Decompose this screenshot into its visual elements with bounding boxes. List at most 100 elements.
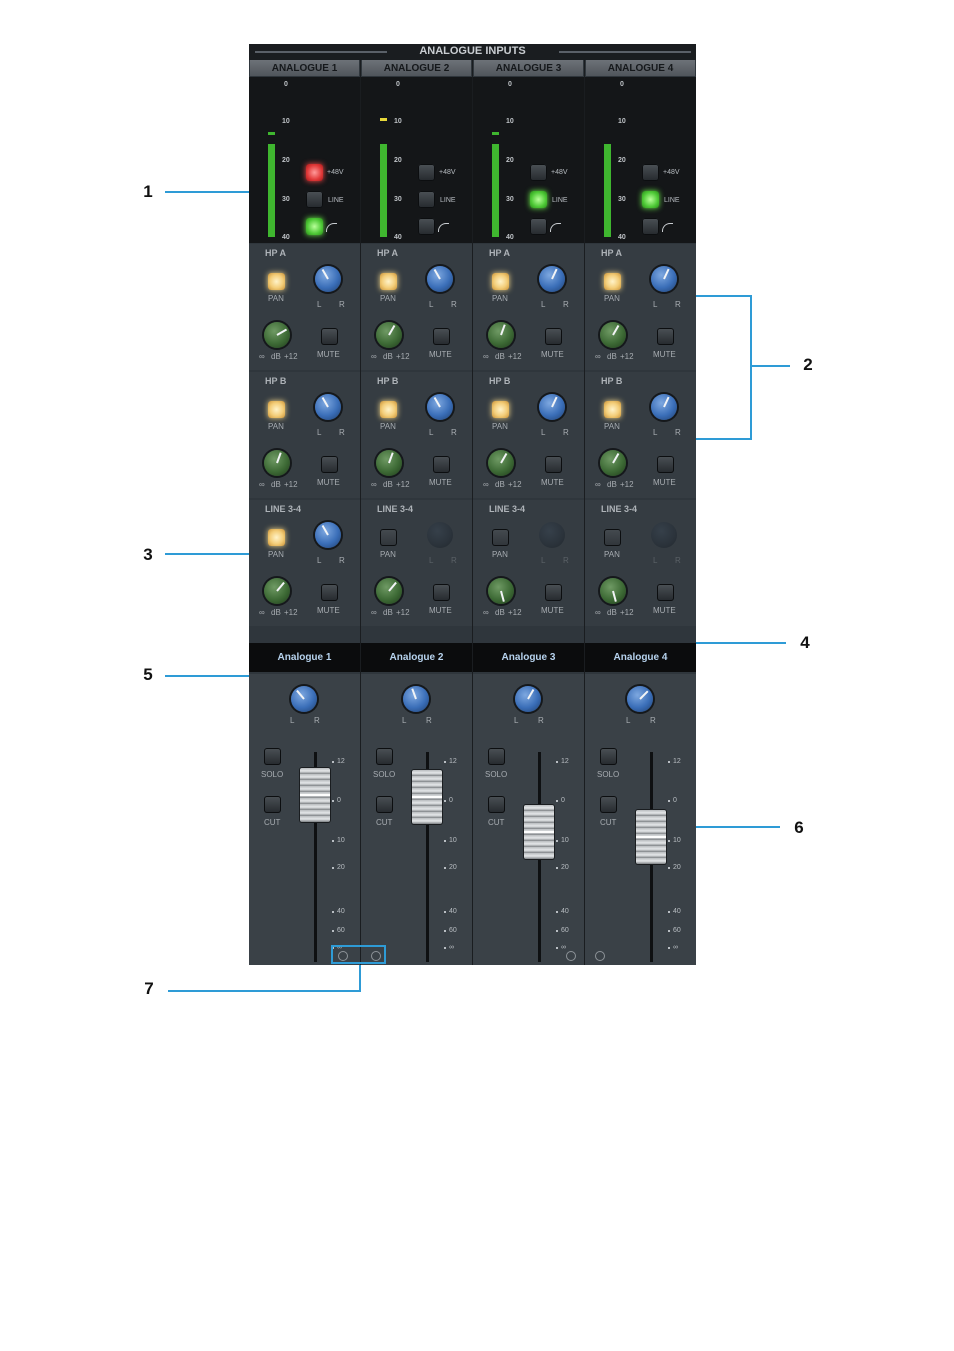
filter-curve-icon bbox=[550, 223, 561, 232]
section-title: HP A bbox=[377, 248, 399, 258]
line-input-button[interactable] bbox=[642, 191, 659, 208]
gain-knob[interactable] bbox=[264, 322, 290, 348]
pan-left-label: L bbox=[317, 300, 322, 309]
stereo-link-dot[interactable] bbox=[595, 951, 605, 961]
cut-label: CUT bbox=[488, 818, 505, 827]
pan-knob[interactable] bbox=[315, 266, 341, 292]
pan-knob[interactable] bbox=[651, 266, 677, 292]
pan-toggle-button[interactable] bbox=[492, 529, 509, 546]
mute-button[interactable] bbox=[321, 584, 338, 601]
mute-button[interactable] bbox=[321, 328, 338, 345]
mute-button[interactable] bbox=[545, 584, 562, 601]
gain-knob[interactable] bbox=[376, 578, 402, 604]
gain-knob[interactable] bbox=[488, 578, 514, 604]
high-pass-filter-button[interactable] bbox=[306, 218, 323, 235]
pan-toggle-button[interactable] bbox=[604, 273, 621, 290]
phantom-power-button[interactable] bbox=[530, 164, 547, 181]
pan-knob[interactable] bbox=[427, 266, 453, 292]
fader-handle[interactable] bbox=[524, 805, 554, 859]
pan-toggle-button[interactable] bbox=[492, 273, 509, 290]
mute-button[interactable] bbox=[433, 584, 450, 601]
mute-label: MUTE bbox=[317, 606, 340, 615]
pan-toggle-button[interactable] bbox=[380, 273, 397, 290]
gain-knob[interactable] bbox=[600, 578, 626, 604]
phantom-power-button[interactable] bbox=[418, 164, 435, 181]
mute-button[interactable] bbox=[545, 456, 562, 473]
solo-button[interactable] bbox=[600, 748, 617, 765]
fader-handle[interactable] bbox=[636, 810, 666, 864]
fader-scale-dot bbox=[668, 911, 670, 913]
gain-knob[interactable] bbox=[376, 322, 402, 348]
pan-toggle-button[interactable] bbox=[268, 529, 285, 546]
line-input-button[interactable] bbox=[306, 191, 323, 208]
fader-handle[interactable] bbox=[412, 770, 442, 824]
stereo-link-dot[interactable] bbox=[371, 951, 381, 961]
pan-toggle-button[interactable] bbox=[604, 529, 621, 546]
mute-label: MUTE bbox=[317, 350, 340, 359]
pan-toggle-button[interactable] bbox=[492, 401, 509, 418]
main-pan-knob[interactable] bbox=[627, 686, 653, 712]
callout-4: 4 bbox=[800, 633, 810, 652]
solo-button[interactable] bbox=[264, 748, 281, 765]
solo-button[interactable] bbox=[488, 748, 505, 765]
channel-header: ANALOGUE 3 bbox=[474, 60, 583, 76]
mute-button[interactable] bbox=[657, 584, 674, 601]
mute-button[interactable] bbox=[433, 328, 450, 345]
panel-title: ANALOGUE INPUTS bbox=[419, 45, 526, 57]
pan-toggle-button[interactable] bbox=[380, 529, 397, 546]
pan-knob[interactable] bbox=[539, 394, 565, 420]
high-pass-filter-button[interactable] bbox=[530, 218, 547, 235]
cut-label: CUT bbox=[376, 818, 393, 827]
callout-5: 5 bbox=[143, 665, 153, 684]
high-pass-filter-button[interactable] bbox=[642, 218, 659, 235]
fader-handle[interactable] bbox=[300, 768, 330, 822]
pan-knob[interactable] bbox=[427, 394, 453, 420]
pan-toggle-button[interactable] bbox=[268, 273, 285, 290]
stereo-link-dot[interactable] bbox=[566, 951, 576, 961]
gain-knob[interactable] bbox=[264, 450, 290, 476]
fader-scale-dot bbox=[444, 947, 446, 949]
pan-toggle-button[interactable] bbox=[380, 401, 397, 418]
filter-curve-icon bbox=[662, 223, 673, 232]
cut-button[interactable] bbox=[376, 796, 393, 813]
cut-button[interactable] bbox=[264, 796, 281, 813]
fader-scale-label: 40 bbox=[337, 908, 345, 915]
line-input-button[interactable] bbox=[530, 191, 547, 208]
pan-knob[interactable] bbox=[315, 522, 341, 548]
cut-button[interactable] bbox=[600, 796, 617, 813]
stereo-link-dot[interactable] bbox=[338, 951, 348, 961]
mute-button[interactable] bbox=[321, 456, 338, 473]
gain-knob[interactable] bbox=[600, 322, 626, 348]
gain-knob[interactable] bbox=[264, 578, 290, 604]
mute-button[interactable] bbox=[433, 456, 450, 473]
pan-toggle-button[interactable] bbox=[604, 401, 621, 418]
pan-knob[interactable] bbox=[315, 394, 341, 420]
phantom-label: +48V bbox=[551, 169, 568, 176]
high-pass-filter-button[interactable] bbox=[418, 218, 435, 235]
mute-button[interactable] bbox=[657, 328, 674, 345]
pan-left-label: L bbox=[429, 428, 434, 437]
meter-scale-label: 30 bbox=[506, 196, 514, 203]
pan-knob[interactable] bbox=[539, 266, 565, 292]
main-pan-knob[interactable] bbox=[403, 686, 429, 712]
gain-knob[interactable] bbox=[488, 322, 514, 348]
gain-min-label: ∞ bbox=[595, 480, 601, 489]
mute-button[interactable] bbox=[545, 328, 562, 345]
gain-knob[interactable] bbox=[488, 450, 514, 476]
main-pan-knob[interactable] bbox=[291, 686, 317, 712]
cut-button[interactable] bbox=[488, 796, 505, 813]
main-pan-knob[interactable] bbox=[515, 686, 541, 712]
pan-toggle-button[interactable] bbox=[268, 401, 285, 418]
knob-pointer bbox=[433, 396, 441, 408]
gain-knob[interactable] bbox=[376, 450, 402, 476]
mute-button[interactable] bbox=[657, 456, 674, 473]
line-input-button[interactable] bbox=[418, 191, 435, 208]
gain-knob[interactable] bbox=[600, 450, 626, 476]
solo-button[interactable] bbox=[376, 748, 393, 765]
pan-label: PAN bbox=[380, 294, 396, 303]
pan-knob[interactable] bbox=[651, 394, 677, 420]
mute-label: MUTE bbox=[653, 350, 676, 359]
phantom-power-button[interactable] bbox=[306, 164, 323, 181]
phantom-power-button[interactable] bbox=[642, 164, 659, 181]
